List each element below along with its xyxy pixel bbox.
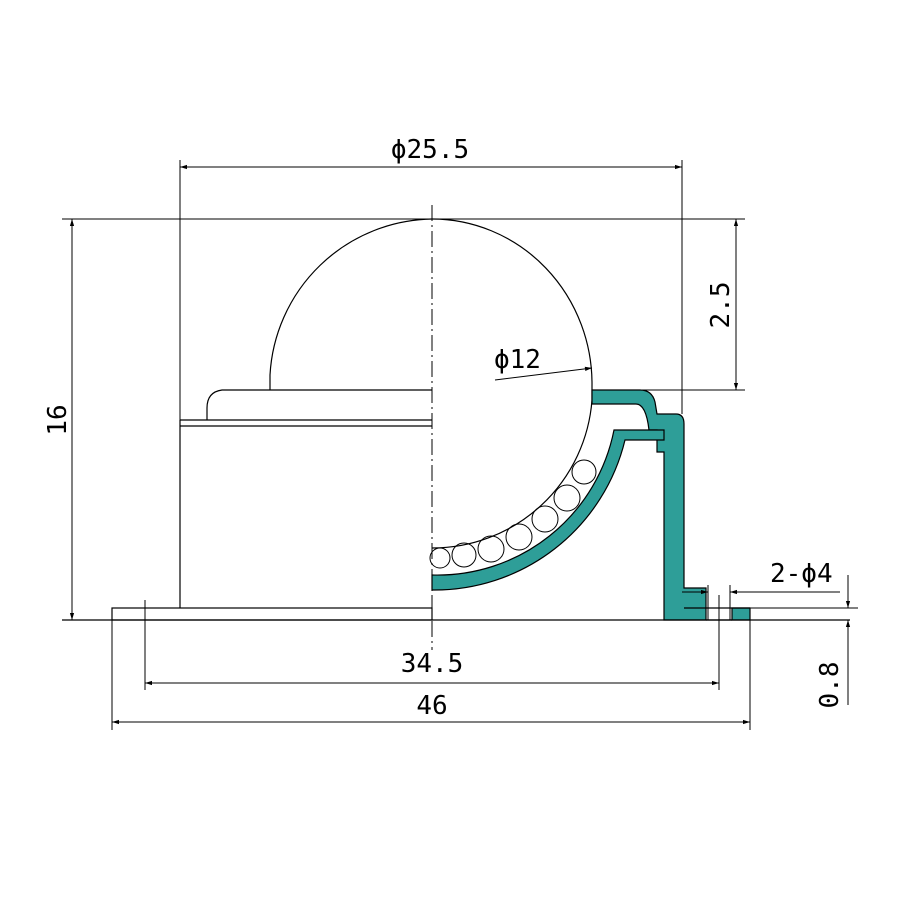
dim-ball-diameter-label: ϕ12 [494,345,541,375]
dim-flange-thickness-label: 0.8 [815,662,845,709]
flange-ear [731,607,751,621]
ball-section [431,218,593,549]
ball-exterior [269,218,433,390]
dim-top-diameter-label: ϕ25.5 [391,135,469,165]
outer-shell [591,389,707,621]
cross-section [429,218,751,621]
dim-overall-height-label: 16 [43,404,73,435]
flange [111,607,433,621]
dim-ball-protrusion-label: 2.5 [706,282,736,329]
exterior-view [111,218,433,621]
inner-cup [431,429,665,591]
dim-top-diameter: ϕ25.5 [179,135,683,420]
support-balls [429,459,597,569]
dim-holes: 2-ϕ4 [682,559,840,620]
collar [206,389,432,420]
dim-hole-spacing: 34.5 [144,595,720,690]
dim-hole-spacing-label: 34.5 [401,649,464,679]
dim-ball-protrusion: 2.5 [592,219,745,391]
dim-flange-width: 46 [111,620,751,730]
dim-ball-diameter: ϕ12 [494,345,593,381]
dim-overall-height: 16 [43,218,745,620]
dim-holes-label: 2-ϕ4 [770,559,833,589]
dim-flange-width-label: 46 [416,691,447,721]
dim-flange-thickness: 0.8 [750,575,858,708]
